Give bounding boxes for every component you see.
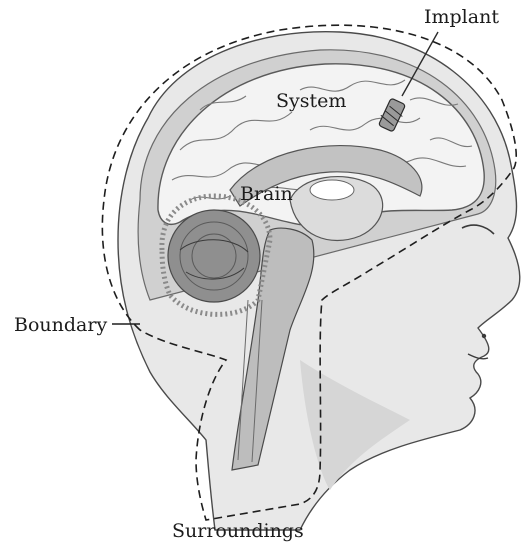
nostril <box>482 334 486 338</box>
surroundings-label: Surroundings <box>172 522 304 541</box>
cerebellum <box>168 210 260 302</box>
brain-label: Brain <box>240 185 293 204</box>
boundary-label: Boundary <box>14 316 107 335</box>
implant-label: Implant <box>424 8 499 27</box>
system-label: System <box>276 92 346 111</box>
ventricle <box>310 180 354 200</box>
